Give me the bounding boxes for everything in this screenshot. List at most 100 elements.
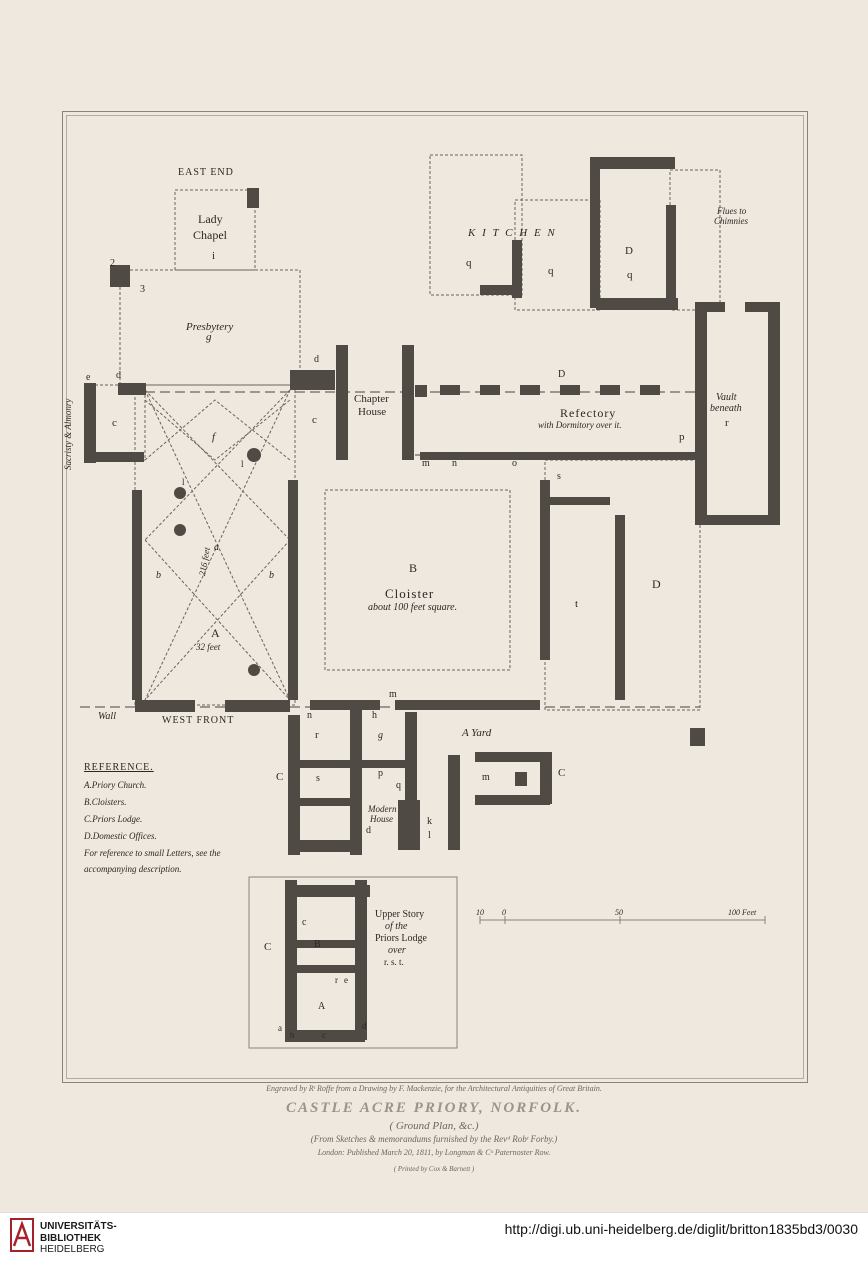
inset-letter-C: C (264, 941, 272, 953)
letter-k: k (427, 816, 432, 827)
cloister-label: Cloister (385, 586, 435, 601)
letter-C-east: C (558, 767, 566, 779)
letter-D-domestic: D (652, 577, 661, 591)
letter-r-lodge: r (315, 729, 319, 741)
letter-c-sacristy: c (112, 417, 117, 429)
inset-letter-b: b (290, 1030, 295, 1040)
plate-subtitle: ( Ground Plan, &c.) (389, 1120, 479, 1132)
inset-letter-c-top: c (302, 917, 307, 928)
inset-letter-B: B (314, 939, 321, 950)
inset-title-2: of the (385, 921, 408, 932)
letter-C-lodge: C (276, 771, 284, 783)
inset-title-3: Priors Lodge (375, 933, 427, 944)
kitchen-outline-1 (429, 154, 523, 296)
letter-D-kitchen: D (625, 245, 633, 257)
lady-chapel-label-2: Chapel (193, 228, 227, 242)
flues-label-1: Flues to (717, 206, 747, 216)
scale-label-100: 100 Feet (728, 908, 757, 917)
inset-letter-A: A (318, 1001, 326, 1012)
letter-p-lodge: p (378, 768, 383, 779)
permalink-url[interactable]: http://digi.ub.uni-heidelberg.de/diglit/… (504, 1221, 858, 1237)
reference-item: A.Priory Church. (84, 780, 147, 790)
university-library-logo-icon (10, 1218, 34, 1252)
vault-label-1: Vault (716, 392, 737, 403)
letter-m-cloister: m (422, 458, 430, 469)
reference-legend: REFERENCE. A.Priory Church. B.Cloisters.… (84, 758, 254, 876)
scale-label-50: 50 (615, 908, 623, 917)
letter-A: A (211, 626, 220, 640)
inset-title-4: over (388, 945, 406, 956)
letter-s-lodge: s (316, 773, 320, 784)
letter-q-1: q (466, 257, 472, 269)
presbytery-label: Presbytery (186, 321, 234, 333)
letter-a: a (214, 542, 219, 553)
flues-label-2: Chimnies (714, 216, 749, 226)
letter-g-lodge: g (378, 730, 383, 741)
library-name-line-2: BIBLIOTHEK (40, 1232, 102, 1244)
letter-s-domestic: s (557, 471, 561, 482)
reference-item: B.Cloisters. (84, 797, 127, 808)
chapter-house-label-1: Chapter (354, 393, 389, 405)
reference-note-1: For reference to small Letters, see the (84, 848, 221, 859)
library-name-line-1: UNIVERSITÄTS- (40, 1221, 117, 1232)
kitchen-label: K I T C H E N (468, 227, 557, 239)
letter-c-east: c (312, 414, 317, 426)
reference-note-2: accompanying description. (84, 863, 182, 874)
letter-g: g (206, 331, 212, 343)
publisher-caption: London: Published March 20, 1811, by Lon… (317, 1148, 551, 1157)
letter-l-2: l (241, 459, 244, 469)
number-3: 3 (140, 284, 145, 295)
letter-d-west: d (116, 370, 121, 381)
letter-m-yard: m (389, 689, 397, 700)
letter-m-lodge: m (482, 772, 490, 783)
letter-q-lodge: q (396, 780, 401, 791)
reference-heading: REFERENCE. (84, 762, 154, 773)
letter-l-1: l (182, 477, 185, 487)
letter-b-2: b (269, 570, 274, 581)
letter-D-refectory: D (558, 369, 566, 380)
plate-page (0, 0, 868, 1212)
letter-d-east: d (314, 354, 319, 365)
inset-letter-d: d (362, 1021, 367, 1031)
west-front-label: WEST FRONT (162, 715, 235, 726)
chapter-house-label-2: House (358, 406, 387, 418)
nave-width-label: 32 feet (196, 642, 221, 652)
number-2: 2 (110, 258, 115, 269)
cloister-garth (324, 489, 511, 671)
cloister-sublabel: about 100 feet square. (368, 602, 458, 613)
printer-caption: ( Printed by Cox & Barnett ) (393, 1165, 475, 1173)
refectory-sublabel: with Dormitory over it. (538, 420, 622, 430)
wall-label: Wall (98, 711, 116, 722)
letter-q-3: q (627, 269, 633, 281)
inset-letter-e: e (344, 975, 348, 985)
letter-q-2: q (548, 265, 554, 277)
sketches-caption: (From Sketches & memorandums furnished b… (310, 1134, 558, 1144)
letter-n-lodge: n (307, 710, 312, 721)
vault-label-2: beneath (710, 403, 742, 414)
ground-plan-drawing (80, 154, 780, 1049)
letter-d-lodge: d (366, 825, 371, 836)
plate-frame-outer (62, 111, 808, 1083)
lady-chapel-label-1: Lady (198, 212, 223, 226)
sacristy-almonry-label: Sacristy & Almonry (63, 398, 73, 470)
letter-p: p (679, 431, 685, 443)
inset-title-1: Upper Story (375, 909, 425, 920)
letter-r-vault: r (725, 417, 729, 429)
scale-label-10: 10 (476, 908, 484, 917)
inset-letter-a: a (278, 1023, 282, 1033)
modern-house-label-1: Modern (368, 804, 397, 814)
library-name: UNIVERSITÄTS- BIBLIOTHEK HEIDELBERG (40, 1221, 117, 1256)
letter-o: o (512, 458, 517, 469)
modern-house-label-2: House (370, 814, 393, 824)
library-name-line-3: HEIDELBERG (40, 1244, 105, 1255)
letter-f: f (212, 431, 216, 443)
letter-e: e (86, 372, 91, 383)
library-footer (0, 1212, 868, 1274)
letter-n-cloister: n (452, 458, 457, 469)
refectory-label: Refectory (560, 406, 617, 420)
plate-frame-inner (66, 115, 804, 1079)
reference-item: D.Domestic Offices. (84, 831, 157, 842)
a-yard-label: A Yard (462, 727, 492, 739)
inset-letter-r: r (335, 975, 338, 985)
letter-b-1: b (156, 570, 161, 581)
